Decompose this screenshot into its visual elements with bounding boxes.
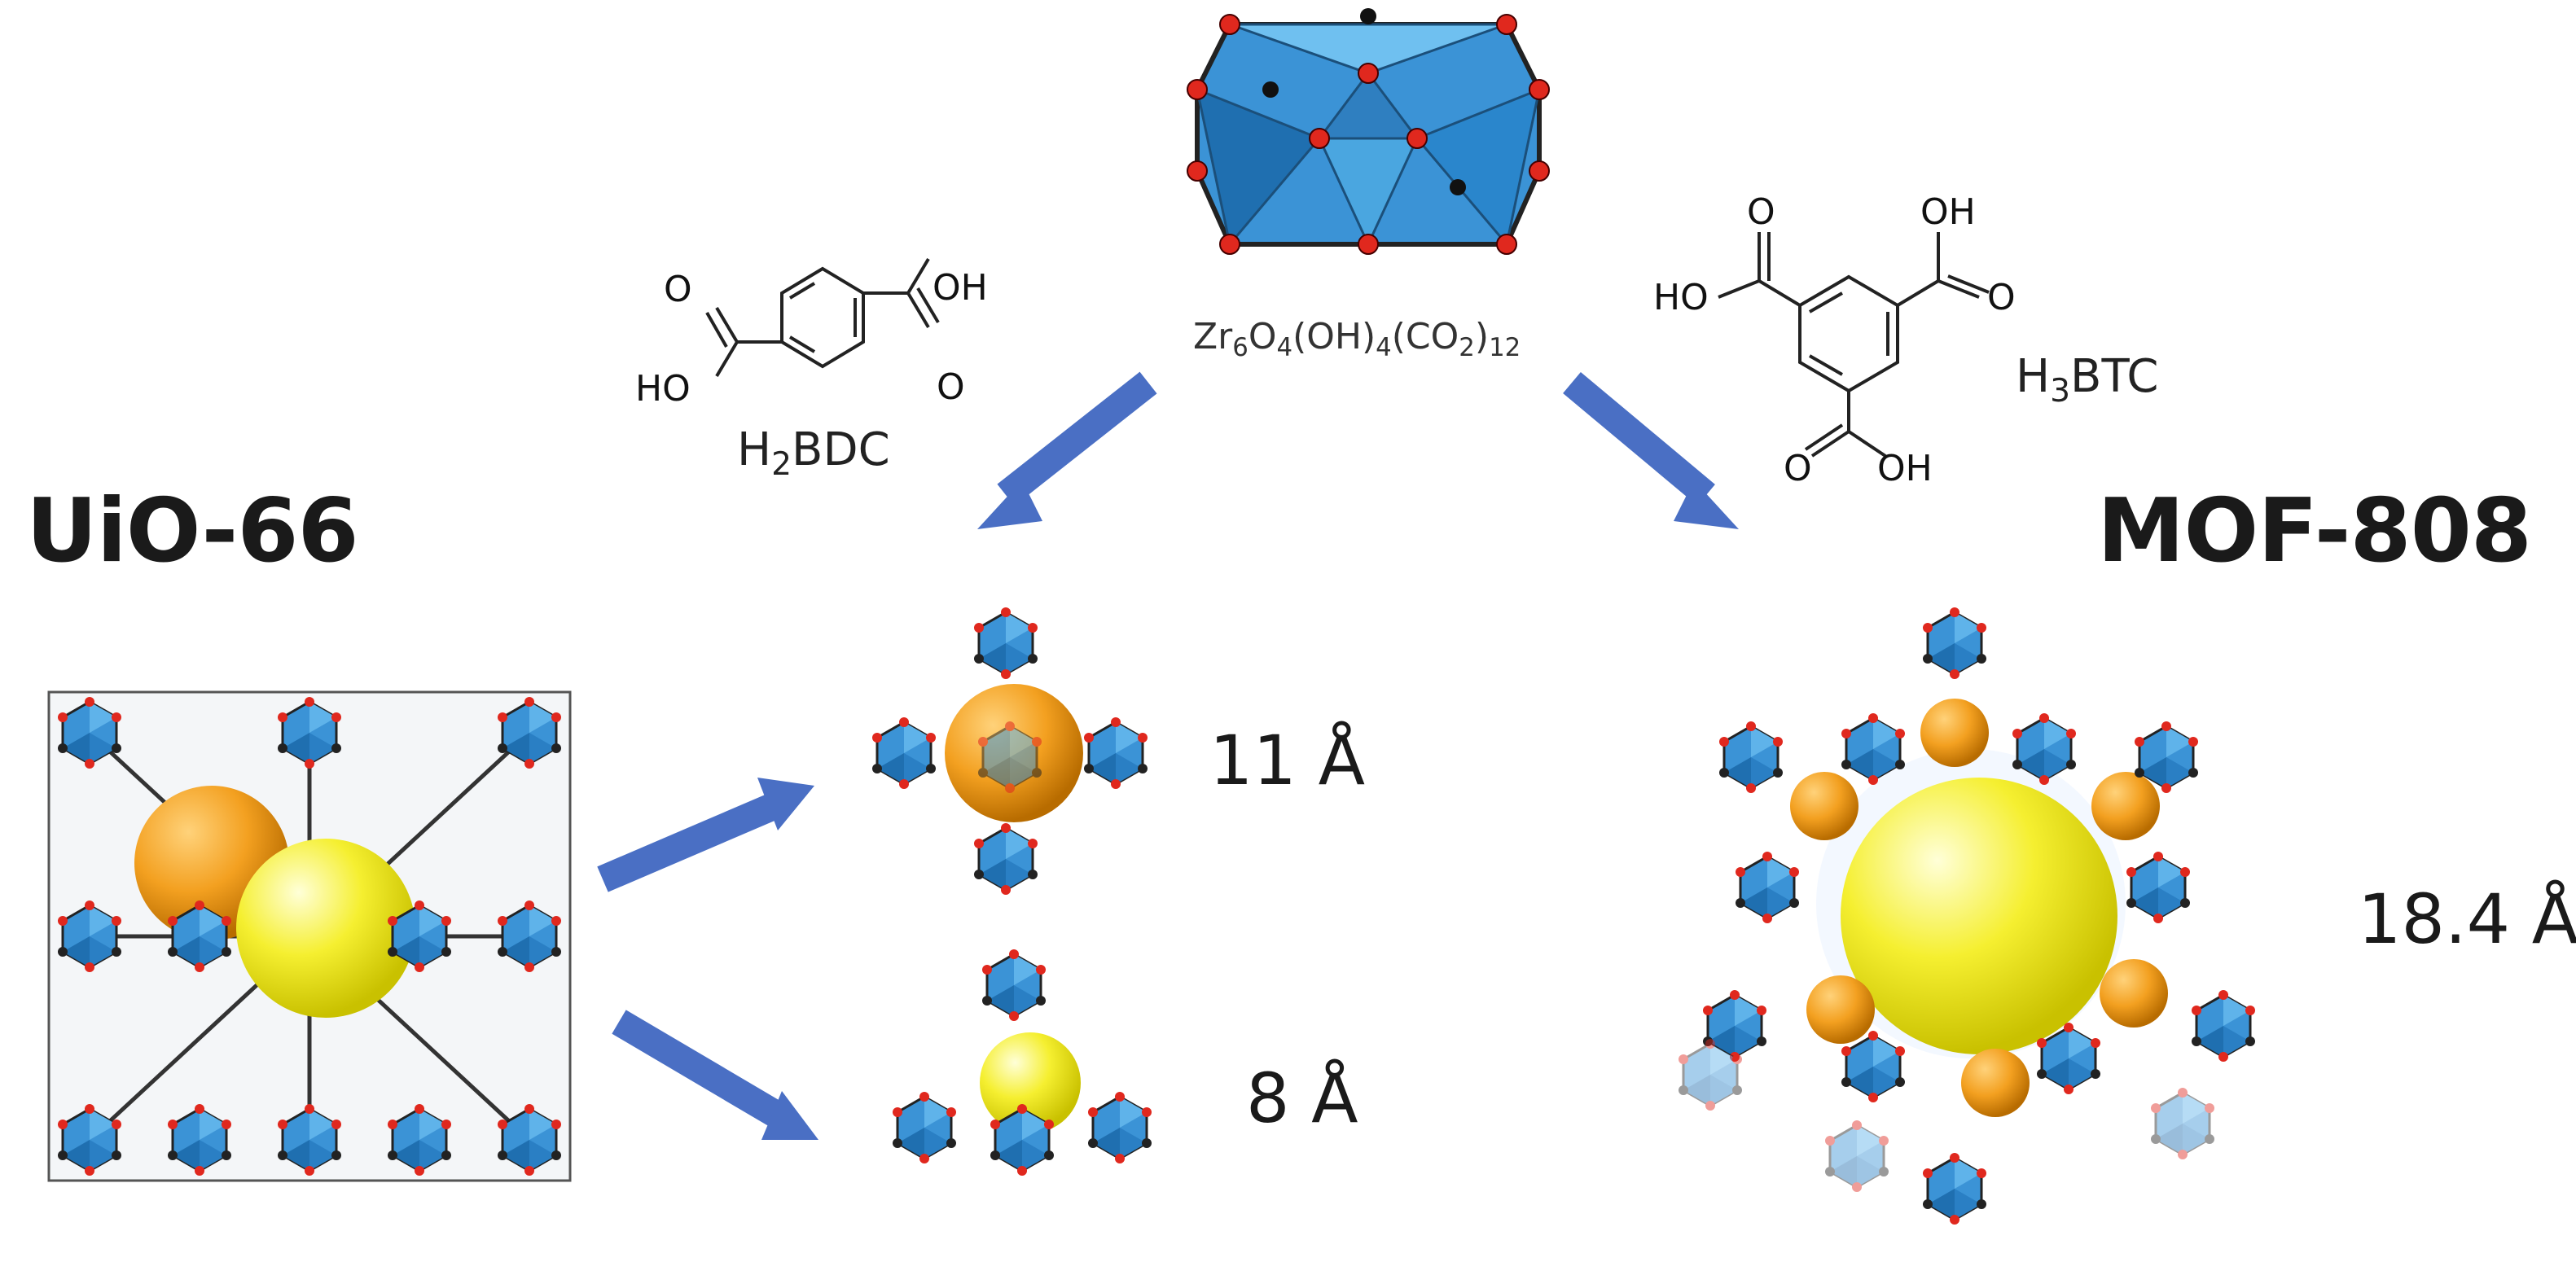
uio66-large-pore-model xyxy=(855,594,1181,920)
btc-atom-label: O xyxy=(1987,277,2016,318)
cluster-formula: Zr6O4(OH)4(CO2)12 xyxy=(1193,316,1521,363)
arrow-to-uio66 xyxy=(977,371,1157,529)
bdc-atom-label: O xyxy=(664,269,692,310)
btc-atom-label: O xyxy=(1784,448,1812,489)
bdc-atom-label: O xyxy=(937,366,965,408)
bdc-atom-label: HO xyxy=(635,368,691,410)
uio66-framework-model xyxy=(47,690,572,1182)
uio66-large-pore-size: 11 Å xyxy=(1209,721,1366,800)
mof808-framework-model xyxy=(1677,606,2257,1226)
h2bdc-structure xyxy=(705,257,940,378)
arrow-to-small-pore xyxy=(612,1010,818,1140)
btc-atom-label: OH xyxy=(1920,191,1976,233)
uio66-title: UiO-66 xyxy=(26,480,359,582)
btc-atom-label: O xyxy=(1747,191,1775,233)
arrow-to-large-pore xyxy=(597,778,814,892)
zr6-cluster-model xyxy=(1187,8,1550,255)
arrow-to-mof808 xyxy=(1563,371,1739,529)
h3btc-label: H3BTC xyxy=(2016,350,2159,410)
btc-atom-label: HO xyxy=(1653,277,1709,318)
h2bdc-label: H2BDC xyxy=(737,423,890,483)
uio66-small-pore-model xyxy=(891,948,1153,1177)
mof808-pore-size: 18.4 Å xyxy=(2358,879,2576,959)
btc-atom-label: OH xyxy=(1877,448,1933,489)
bdc-atom-label: OH xyxy=(933,267,988,309)
uio66-small-pore-size: 8 Å xyxy=(1246,1058,1358,1138)
mof808-title: MOF-808 xyxy=(2097,480,2532,582)
h3btc-structure xyxy=(1718,232,1990,458)
